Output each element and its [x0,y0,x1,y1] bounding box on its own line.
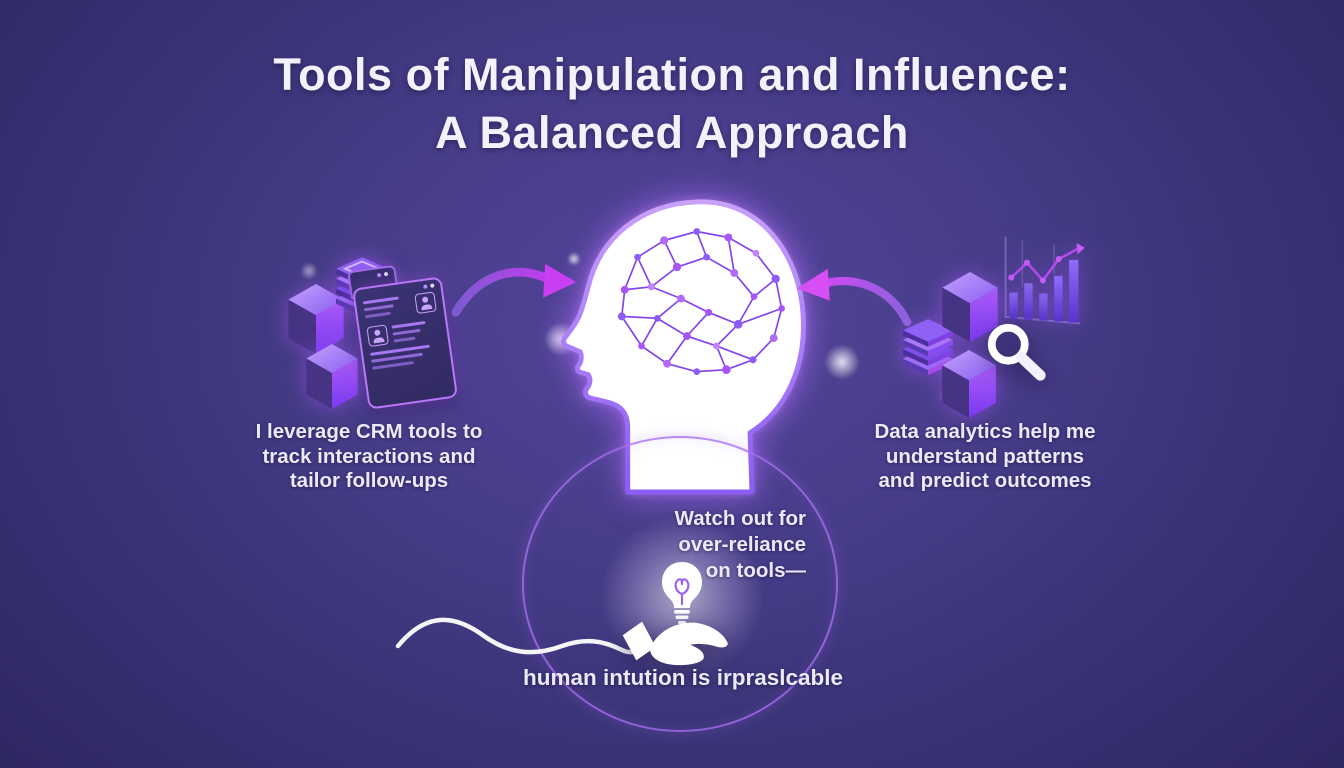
cube-icon [942,272,998,342]
title-line-2: A Balanced Approach [435,107,909,158]
caption-crm-line: track interactions and [262,444,476,468]
warning-note: Watch out for over-reliance on tools— [600,506,806,584]
crm-window-icon [351,276,459,410]
brain-nodes [617,228,785,375]
bar-chart-icon [1004,236,1085,325]
caption-analytics-line: understand patterns [885,444,1085,468]
curved-arrow-left-icon [796,268,912,327]
caption-analytics-line: Data analytics help me [874,420,1096,443]
cube-icon [942,350,996,418]
caption-crm-line: I leverage CRM tools to [255,420,483,443]
caption-crm: I leverage CRM tools to track interactio… [236,420,502,494]
caption-crm-line: tailor follow-ups [289,469,449,492]
caption-analytics-line: and predict outcomes [878,469,1092,492]
page-title: Tools of Manipulation and Influence: A B… [0,46,1344,162]
magnifier-icon [987,323,1046,381]
database-stack-icon [903,319,953,376]
warning-line: over-reliance [678,533,806,556]
avatar-icon [414,291,437,315]
curved-arrow-right-icon [451,263,577,317]
cube-icon [306,344,358,409]
warning-line: on tools— [705,559,806,582]
head-silhouette [561,199,806,495]
glow-dot [300,262,318,280]
cube-icon [288,284,344,354]
head-brain-network-icon [561,199,806,495]
focus-circle [522,436,838,732]
glow-dot [824,344,860,380]
avatar-icon [366,324,390,348]
warning-line: Watch out for [674,507,806,530]
open-hand-icon [622,621,728,666]
footer-note: human intution is irpraslcable [522,665,844,690]
caption-analytics: Data analytics help me understand patter… [852,420,1118,494]
title-line-1: Tools of Manipulation and Influence: [273,49,1071,100]
